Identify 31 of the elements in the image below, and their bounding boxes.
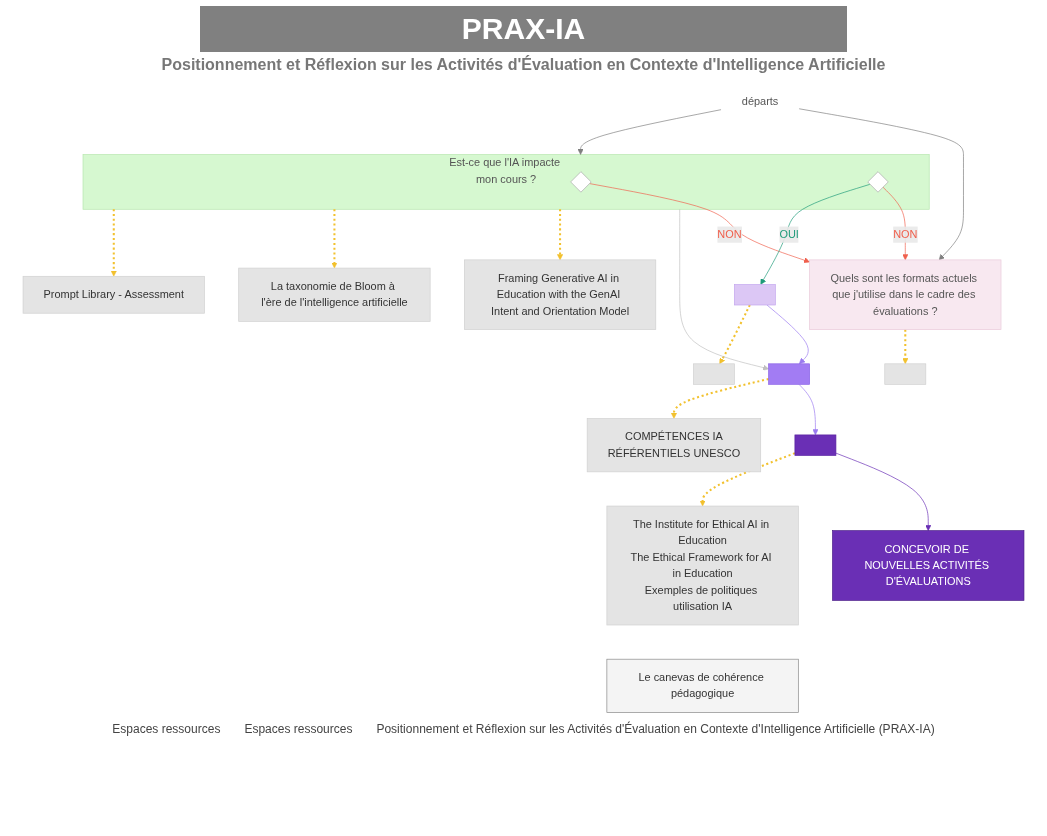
node-diamond (570, 171, 592, 193)
node-box: Le canevas de cohérence pédagogique (606, 658, 799, 713)
arrow (557, 209, 564, 261)
node-box: La taxonomie de Bloom à l'ère de l'intelligence artificielle (238, 267, 431, 322)
cluster: Est-ce que l'IA impacte mon cours ? (82, 154, 930, 210)
edge-label: OUI (779, 228, 799, 241)
note-text: Espaces ressources (244, 722, 353, 736)
arrow (719, 304, 751, 365)
node-text: départs (741, 95, 779, 108)
edge-label: NON (717, 228, 742, 241)
node-box (734, 284, 776, 306)
arrow (902, 329, 909, 365)
edge-label: NON (893, 228, 918, 241)
node-box: COMPÉTENCES IA RÉFÉRENTIELS UNESCO (586, 418, 762, 473)
node-box (794, 434, 837, 456)
arrow (331, 209, 338, 269)
node-box: Prompt Library - Assessment (22, 275, 205, 314)
node-box: Framing Generative AI in Education with the GenAI Intent and Orientation Model (464, 259, 657, 330)
diagram-subtitle: Positionnement et Réflexion sur les Activités d'Évaluation en Contexte d'Intelligence Artificielle (160, 56, 887, 74)
arrow (670, 377, 769, 419)
node-box: The Institute for Ethical AI in Education The Ethical Framework for AI in Education Exemples de politiques utilisation IA (606, 505, 799, 626)
node-box: Quels sont les formats actuels que j'utilise dans le cadre des évaluations ? (809, 259, 1002, 330)
node-box (768, 363, 810, 385)
node-diamond (867, 171, 889, 193)
node-box (693, 363, 735, 385)
arrow (699, 452, 796, 507)
diagram-title: PRAX-IA (200, 6, 847, 52)
arrow (110, 209, 117, 277)
node-box: CONCEVOIR DE NOUVELLES ACTIVITÉS D'ÉVALUATIONS (832, 530, 1025, 601)
note-text: Espaces ressources (112, 722, 221, 736)
node-box (884, 363, 927, 385)
